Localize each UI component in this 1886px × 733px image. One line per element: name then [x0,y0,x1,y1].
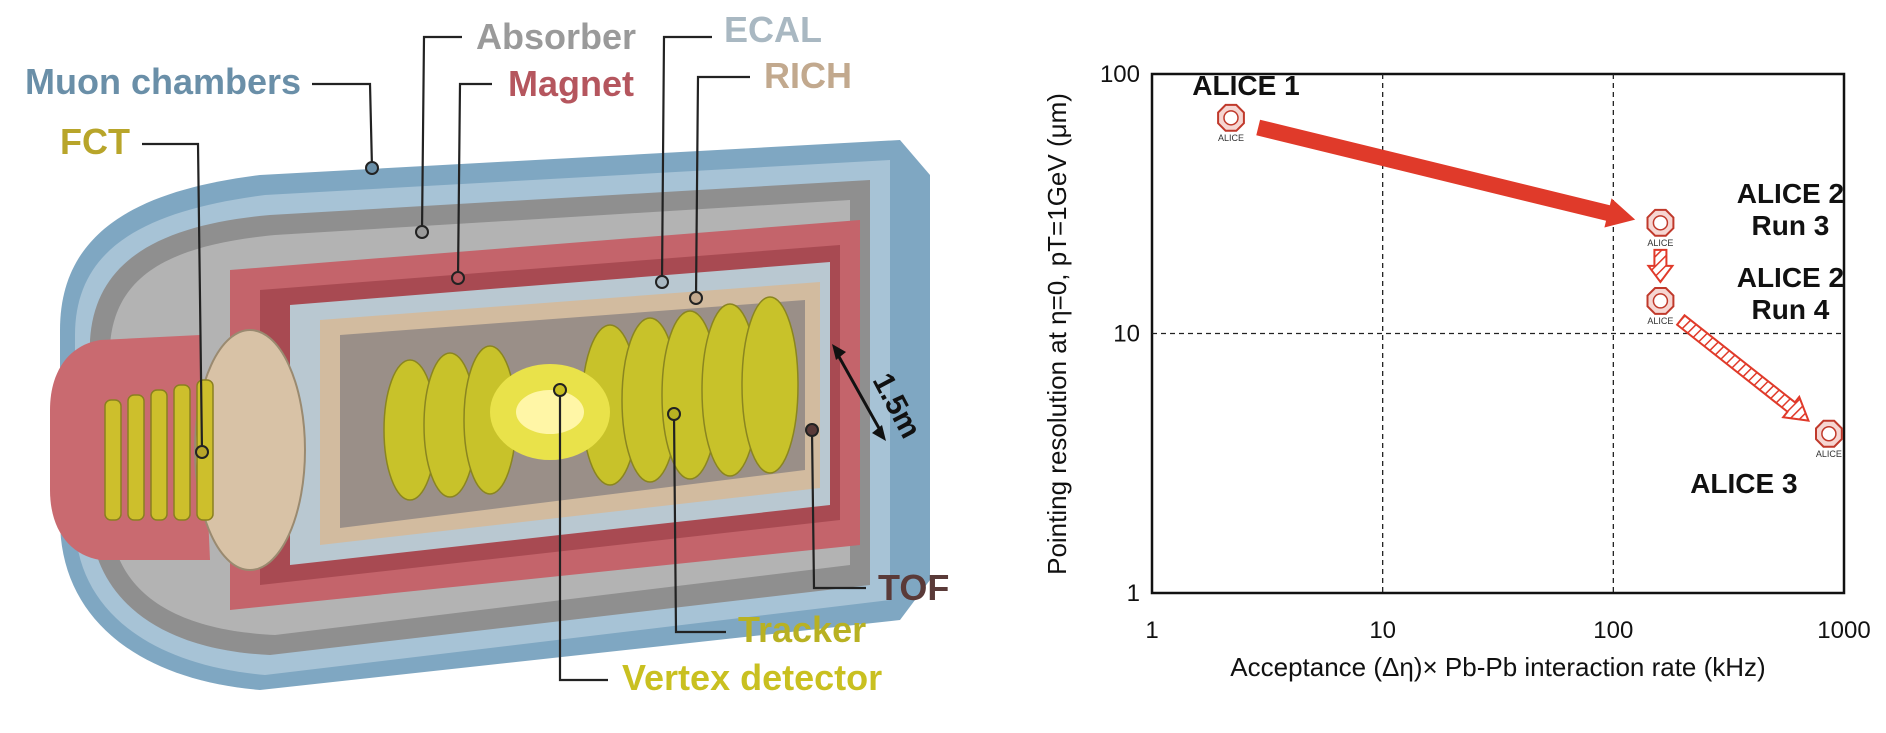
detector-drawing: 1.5m Muon chambers Absorber Magn [25,9,949,698]
arrows [1256,119,1811,422]
alice-logo-core [1652,215,1669,231]
y-axis-title: Pointing resolution at η=0, pT=1GeV (μm) [1042,93,1072,575]
point-label: ALICE 3 [1690,468,1797,499]
label-fct: FCT [60,121,130,162]
alice-logo-core [1821,426,1837,442]
data-point: ALICE ALICE 3 [1690,419,1843,499]
alice-logo-core [1652,293,1669,309]
leader-lines [142,35,866,682]
x-tick-label: 10 [1369,617,1396,644]
alice-logo-text: ALICE [1647,238,1673,248]
fct-endcap [50,329,306,571]
dimension-arrow [832,344,886,441]
y-tick-label: 100 [1100,61,1140,88]
x-tick-label: 1000 [1817,617,1870,644]
alice-logo-text: ALICE [1647,316,1673,326]
label-ecal: ECAL [724,9,822,50]
point-label: ALICE 2 [1737,178,1844,209]
label-rich: RICH [764,55,852,96]
arrow-alice1-to-alice2-run3 [1256,119,1636,228]
label-absorber: Absorber [476,16,636,57]
point-sublabel: Run 4 [1752,294,1830,325]
label-muon-chambers: Muon chambers [25,61,301,102]
label-magnet: Magnet [508,63,634,104]
arrow-run3-to-run4 [1646,248,1675,284]
label-vertex-detector: Vertex detector [622,657,882,698]
x-tick-label: 100 [1593,617,1633,644]
detector-cutaway: 1.5m Muon chambers Absorber Magn [25,9,949,698]
alice-logo-text: ALICE [1816,449,1842,459]
vertex-detector-core [490,364,610,460]
y-tick-label: 10 [1113,321,1140,348]
y-tick-label: 1 [1127,580,1140,607]
point-sublabel: Run 3 [1752,210,1830,241]
label-tracker: Tracker [738,609,866,650]
grid-lines [1152,74,1844,593]
tick-labels: 1 10 100 1000 1 10 100 [1100,61,1871,644]
point-label: ALICE 2 [1737,262,1844,293]
x-tick-label: 1 [1145,617,1158,644]
data-point: ALICE ALICE 1 [1192,70,1299,143]
label-tof: TOF [878,567,949,608]
arrow-run4-to-alice3 [1675,313,1811,422]
alice-logo-core [1223,110,1239,126]
point-label: ALICE 1 [1192,70,1299,101]
x-axis-title: Acceptance (Δη)× Pb-Pb interaction rate … [1230,652,1765,682]
alice-logo-text: ALICE [1218,133,1244,143]
